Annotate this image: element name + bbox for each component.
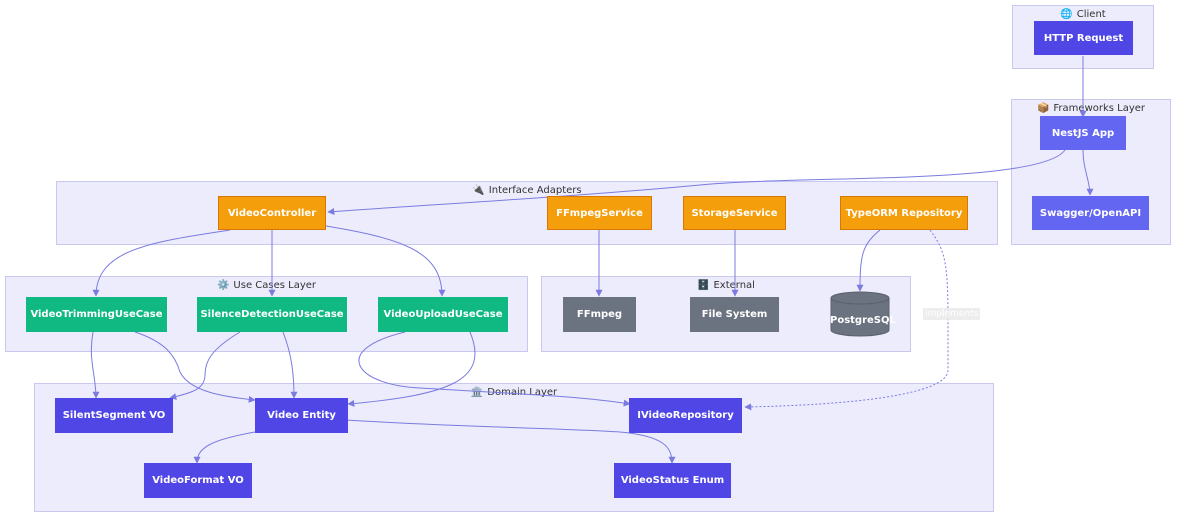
ivideo-repository-node[interactable]: IVideoRepository — [629, 398, 742, 433]
silent-segment-vo-node[interactable]: SilentSegment VO — [55, 398, 173, 433]
cluster-adapters-title: 🔌Interface Adapters — [472, 185, 582, 196]
silence-detection-usecase-node[interactable]: SilenceDetectionUseCase — [197, 297, 347, 332]
video-trimming-usecase-node[interactable]: VideoTrimmingUseCase — [26, 297, 167, 332]
cluster-usecases-title: ⚙️Use Cases Layer — [216, 280, 317, 291]
edge-label-implements: implements — [923, 308, 981, 320]
postgresql-node[interactable]: PostgreSQL — [830, 291, 896, 337]
swagger-openapi-node[interactable]: Swagger/OpenAPI — [1032, 196, 1149, 230]
cabinet-icon: 🗄️ — [697, 280, 710, 291]
typeorm-repository-node[interactable]: TypeORM Repository — [840, 196, 968, 230]
video-format-vo-node[interactable]: VideoFormat VO — [144, 463, 252, 498]
video-controller-node[interactable]: VideoController — [218, 196, 326, 230]
video-entity-node[interactable]: Video Entity — [255, 398, 348, 433]
cluster-domain-title: 🏛️Domain Layer — [470, 387, 558, 398]
plug-icon: 🔌 — [472, 185, 485, 196]
file-system-node[interactable]: File System — [690, 297, 779, 332]
video-status-enum-node[interactable]: VideoStatus Enum — [614, 463, 731, 498]
http-request-node[interactable]: HTTP Request — [1034, 21, 1133, 55]
package-icon: 📦 — [1036, 103, 1050, 114]
cluster-client-title: 🌐Client — [1060, 9, 1106, 20]
database-cylinder-icon — [830, 291, 890, 337]
nestjs-app-node[interactable]: NestJS App — [1040, 116, 1126, 150]
ffmpeg-service-node[interactable]: FFmpegService — [547, 196, 652, 230]
cluster-frameworks-title: 📦Frameworks Layer — [1036, 103, 1146, 114]
storage-service-node[interactable]: StorageService — [683, 196, 786, 230]
cluster-external-title: 🗄️External — [697, 280, 755, 291]
gear-icon: ⚙️ — [216, 280, 230, 291]
video-upload-usecase-node[interactable]: VideoUploadUseCase — [378, 297, 508, 332]
ffmpeg-node[interactable]: FFmpeg — [563, 297, 636, 332]
globe-icon: 🌐 — [1060, 9, 1073, 20]
bank-icon: 🏛️ — [470, 387, 484, 398]
postgresql-label: PostgreSQL — [830, 315, 896, 326]
